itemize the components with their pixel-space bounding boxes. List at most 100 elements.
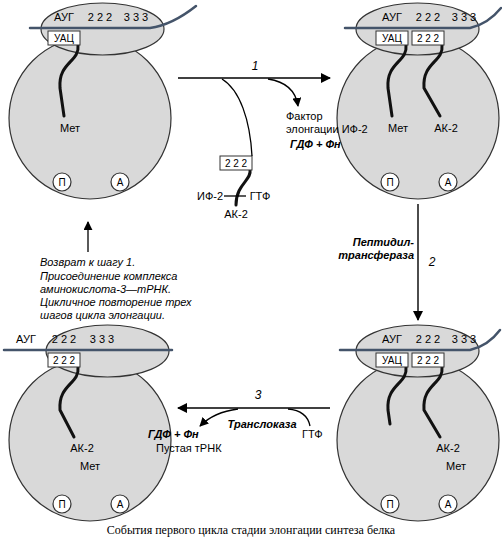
factor-note: Фактор элонгации ИФ-2 [286,110,374,136]
codon: АУГ [54,11,74,24]
site-circle: А [438,172,458,192]
return-arrow [87,222,88,252]
codon: 2 2 2 [88,11,112,24]
amino-acid: Мет [60,122,80,135]
site-label: А [117,176,124,189]
site-label: П [386,176,393,189]
site-label: П [58,176,65,189]
figure-caption: События первого цикла стадии элонгации с… [107,524,395,537]
subunit-shape [381,173,399,191]
site-circle: П [52,172,72,192]
factor-bond [224,195,246,196]
site-circle: П [380,494,400,514]
large-subunit: УАЦМетПА [8,36,172,200]
small-subunit: АУГ 2 2 2 3 3 3 [40,2,165,56]
large-subunit: УАЦ2 2 2МетАК-2ПА [336,36,500,200]
large-subunit: УАЦ2 2 2АК-2МетПА [336,358,500,522]
anticodon: УАЦ [382,32,402,45]
amino-acid: АК-2 [436,442,460,455]
anticodon: 2 2 2 [417,354,439,367]
subunit-shape [53,495,71,513]
site-circle: П [52,494,72,514]
amino-acid: Мет [80,460,100,473]
subunit-shape [9,359,171,521]
site-circle: А [110,172,130,192]
codon: 3 3 3 [452,333,476,346]
large-subunit-outline [8,36,172,200]
anticodon-box [220,156,252,170]
large-subunit: 2 2 2АК-2МетПА [8,358,172,522]
small-subunit: АУГ2 2 23 3 3 [45,324,170,378]
factor-name: ИФ-2 [197,190,223,203]
trna-strand [236,170,250,205]
subunit-shape [356,3,479,55]
subunit-shape [337,359,499,521]
amino-acid: АК-2 [224,208,248,221]
site-circle: П [380,172,400,192]
enzyme-name: Пептидил- трансфераза [334,236,414,262]
anticodon: 2 2 2 [417,32,439,45]
anticodon: УАЦ [54,32,74,45]
site-circle: А [438,494,458,514]
anticodon: УАЦ [382,354,402,367]
small-subunit: АУГ 2 2 2 3 3 3 [355,2,480,56]
subunit-shape [53,173,71,191]
nucleotide: ГТФ [302,428,323,441]
subunit-shape [41,3,164,55]
small-subunit-outline [45,324,170,378]
codon: АУГ [382,11,402,24]
codon: 2 2 2 [416,11,440,24]
enzyme-name: Транслоказа [227,418,296,431]
site-label: П [58,498,65,511]
step-number: 3 [255,389,262,402]
codon: АУГ [382,333,402,346]
subunit-shape [356,325,479,377]
codon: 3 3 3 [124,11,148,24]
subunit-shape [9,37,171,199]
step-number: 1 [252,60,259,73]
entry-curve [222,79,252,156]
anticodon: 2 2 2 [53,354,75,367]
codon: 3 3 3 [90,333,114,346]
nucleotide: ГТФ [250,190,271,203]
subunit-shape [111,495,129,513]
site-label: А [445,498,452,511]
reaction-arrow [178,77,330,78]
cycle-note: Цикличное повторение трех шагов цикла эл… [40,296,195,322]
product-note: Пустая тРНК [156,442,222,455]
site-label: П [386,498,393,511]
large-subunit-outline [336,36,500,200]
step-number: 2 [429,256,436,269]
site-circle: А [110,494,130,514]
codon: 2 2 2 [52,333,76,346]
codon: 3 3 3 [452,11,476,24]
amino-acid: АК-2 [434,122,458,135]
subunit-shape [439,495,457,513]
small-subunit-outline [40,2,165,56]
site-label: А [445,176,452,189]
subunit-shape [46,325,169,377]
site-label: А [117,498,124,511]
large-subunit-outline [8,358,172,522]
subunit-shape [439,173,457,191]
subunit-shape [381,495,399,513]
subunit-shape [337,37,499,199]
small-subunit-outline [355,2,480,56]
anticodon: 2 2 2 [225,157,247,170]
amino-acid: АК-2 [70,442,94,455]
small-subunit: АУГ 2 2 2 3 3 3 [355,324,480,378]
codon: 2 2 2 [416,333,440,346]
reaction-arrow [178,407,330,408]
codon: АУГ [16,333,36,346]
large-subunit-outline [336,358,500,522]
cycle-note: Присоединение комплекса аминокислота-3—т… [40,270,190,296]
product-note: ГДФ + Фн [148,428,199,441]
cycle-note: Возврат к шагу 1. [40,256,190,269]
amino-acid: Мет [446,460,466,473]
reaction-arrow [417,204,418,320]
subunit-shape [111,173,129,191]
product-note: ГДФ + Фн [290,138,341,151]
small-subunit-outline [355,324,480,378]
exit-curve [268,79,298,106]
amino-acid: Мет [388,122,408,135]
